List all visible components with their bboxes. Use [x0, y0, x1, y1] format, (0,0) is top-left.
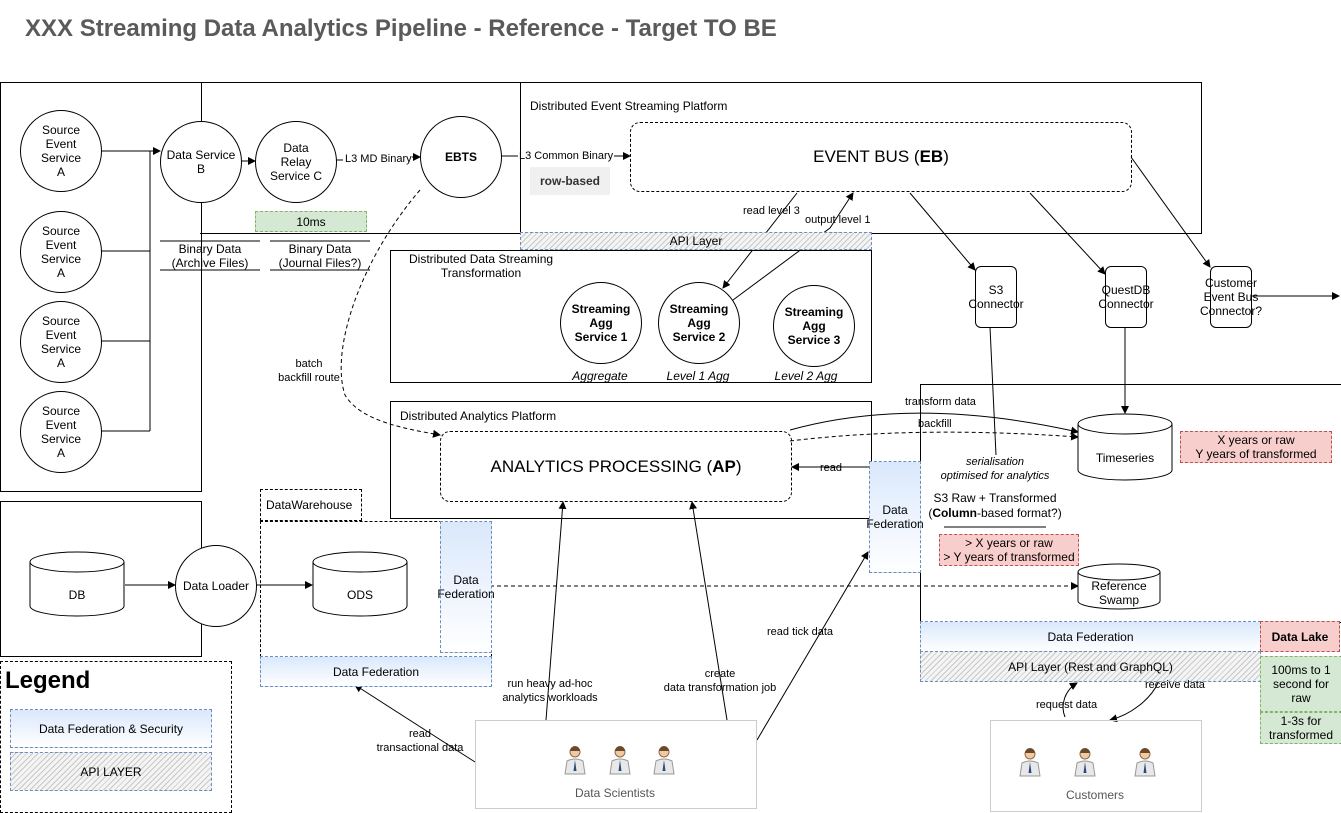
output-level-1-label: output level 1	[805, 214, 871, 226]
source-bracket-lines	[101, 147, 631, 432]
backfill-edge	[789, 431, 1079, 442]
timeseries-retention: X years or raw Y years of transformed	[1180, 431, 1332, 463]
datawarehouse-label-box	[260, 489, 362, 521]
ap-suffix: )	[735, 456, 742, 476]
read-level-3-label: read level 3	[743, 205, 800, 217]
l3-md-binary-label: L3 MD Binary	[345, 153, 412, 165]
transform-data-label: transform data	[905, 396, 976, 408]
cylinders	[29, 413, 1173, 617]
receive-data-label: receive data	[1145, 679, 1205, 691]
level2-agg-caption: Level 2 Agg	[774, 369, 838, 383]
source-event-service-3[interactable]: Source Event Service A	[20, 301, 102, 383]
source-event-service-4[interactable]: Source Event Service A	[20, 391, 102, 473]
data-lake-federation[interactable]: Data Federation	[920, 621, 1261, 652]
s3-format-column: Column	[932, 506, 977, 520]
data-scientists-label: Data Scientists	[574, 786, 656, 800]
request-data-label: request data	[1036, 699, 1098, 711]
data-federation-warehouse-vertical[interactable]: Data Federation	[437, 521, 495, 653]
person-icon	[1019, 748, 1041, 777]
s3-connector[interactable]: S3 Connector	[968, 266, 1024, 328]
latency-transformed: 1-3s for transformed	[1260, 712, 1341, 744]
person-icon	[1074, 748, 1096, 777]
person-icon	[1134, 748, 1156, 777]
source-event-service-1[interactable]: Source Event Service A	[20, 110, 102, 192]
legend-federation: Data Federation & Security	[10, 709, 212, 748]
ods-cylinder[interactable]: ODS	[346, 588, 373, 602]
timeseries-db[interactable]: Timeseries	[1095, 451, 1155, 465]
person-icons	[564, 746, 1156, 777]
db-cylinder[interactable]: DB	[68, 588, 86, 602]
read-tick-label: read tick data	[767, 626, 834, 638]
transformation-label: Distributed Data Streaming Transformatio…	[409, 252, 554, 280]
source-event-service-2[interactable]: Source Event Service A	[20, 211, 102, 293]
questdb-connector[interactable]: QuestDB Connector	[1098, 266, 1154, 328]
s3-format-open: (	[928, 506, 933, 520]
level1-agg-caption: Level 1 Agg	[666, 369, 730, 383]
data-lake-label: Data Lake	[1260, 621, 1340, 652]
page-title: XXX Streaming Data Analytics Pipeline - …	[25, 15, 777, 42]
api-layer-streaming[interactable]: API Layer	[520, 232, 872, 250]
datawarehouse-label: DataWarehouse	[266, 498, 353, 512]
legend-api-layer: API LAYER	[10, 752, 212, 791]
ap-prefix: ANALYTICS PROCESSING (	[490, 456, 713, 476]
read-label: read	[820, 462, 843, 474]
read-transactional-label: read transactional data	[376, 728, 464, 754]
ebts-node[interactable]: EBTS	[420, 116, 502, 198]
create-job-label: create data transformation job	[663, 668, 777, 694]
analytics-platform-label: Distributed Analytics Platform	[400, 409, 557, 423]
latency-raw: 100ms to 1 second for raw	[1260, 656, 1341, 712]
source-area	[0, 82, 202, 492]
event-bus-suffix: )	[943, 147, 949, 166]
data-loader[interactable]: Data Loader	[175, 545, 257, 627]
ap-abbrev: AP	[712, 456, 736, 476]
event-bus-abbrev: EB	[919, 147, 944, 166]
event-bus-prefix: EVENT BUS (	[813, 147, 920, 166]
streaming-agg-service-1[interactable]: Streaming Agg Service 1	[560, 282, 642, 364]
data-federation-ap[interactable]: Data Federation	[866, 461, 924, 573]
person-icon	[609, 746, 631, 775]
db-area	[0, 501, 202, 657]
streaming-agg-service-2[interactable]: Streaming Agg Service 2	[658, 282, 740, 364]
event-bus[interactable]: EVENT BUS (EB)	[630, 122, 1132, 192]
event-streaming-platform-label: Distributed Event Streaming Platform	[530, 99, 728, 113]
batch-backfill-route	[340, 189, 441, 438]
row-based-badge: row-based	[530, 167, 610, 195]
serialisation-label: serialisation optimised for analytics	[940, 456, 1050, 482]
analytics-processing[interactable]: ANALYTICS PROCESSING (AP)	[440, 431, 792, 502]
transform-data-edge	[789, 412, 1079, 435]
person-icon	[653, 746, 675, 775]
data-federation-warehouse[interactable]: Data Federation	[260, 656, 492, 687]
api-layer-rest-graphql[interactable]: API Layer (Rest and GraphQL)	[920, 651, 1261, 682]
backfill-label: backfill	[918, 418, 952, 430]
customers-label: Customers	[1065, 788, 1124, 802]
batch-backfill-label: batch backfill route	[278, 358, 340, 384]
customer-event-bus-connector[interactable]: Customer Event Bus Connector?	[1200, 266, 1262, 328]
binary-archive-label: Binary Data (Archive Files)	[171, 242, 249, 270]
s3-raw-transformed: S3 Raw + Transformed	[933, 491, 1057, 505]
data-service-b[interactable]: Data Service B	[160, 121, 242, 203]
s3-column-format: (Column-based format?)	[920, 506, 1070, 520]
run-heavy-label: run heavy ad-hoc analytics workloads	[502, 678, 598, 704]
s3-format-close: -based format?)	[976, 506, 1062, 520]
data-scientists-box[interactable]	[475, 720, 757, 809]
l3-common-binary-label: L3 Common Binary	[519, 150, 614, 162]
binary-journal-label: Binary Data (Journal Files?)	[278, 242, 362, 270]
transformation-area	[390, 250, 872, 383]
person-icon	[564, 746, 586, 775]
reference-swamp[interactable]: Reference Swamp	[1091, 579, 1147, 607]
data-relay-service-c[interactable]: Data Relay Service C	[255, 121, 337, 203]
legend-title: Legend	[5, 667, 91, 694]
analytics-platform	[390, 401, 872, 519]
s3-retention: > X years or raw > Y years of transforme…	[939, 534, 1079, 566]
aggregate-caption: Aggregate	[572, 369, 628, 383]
latency-10ms-badge: 10ms	[255, 211, 367, 232]
streaming-agg-service-3[interactable]: Streaming Agg Service 3	[773, 285, 855, 367]
